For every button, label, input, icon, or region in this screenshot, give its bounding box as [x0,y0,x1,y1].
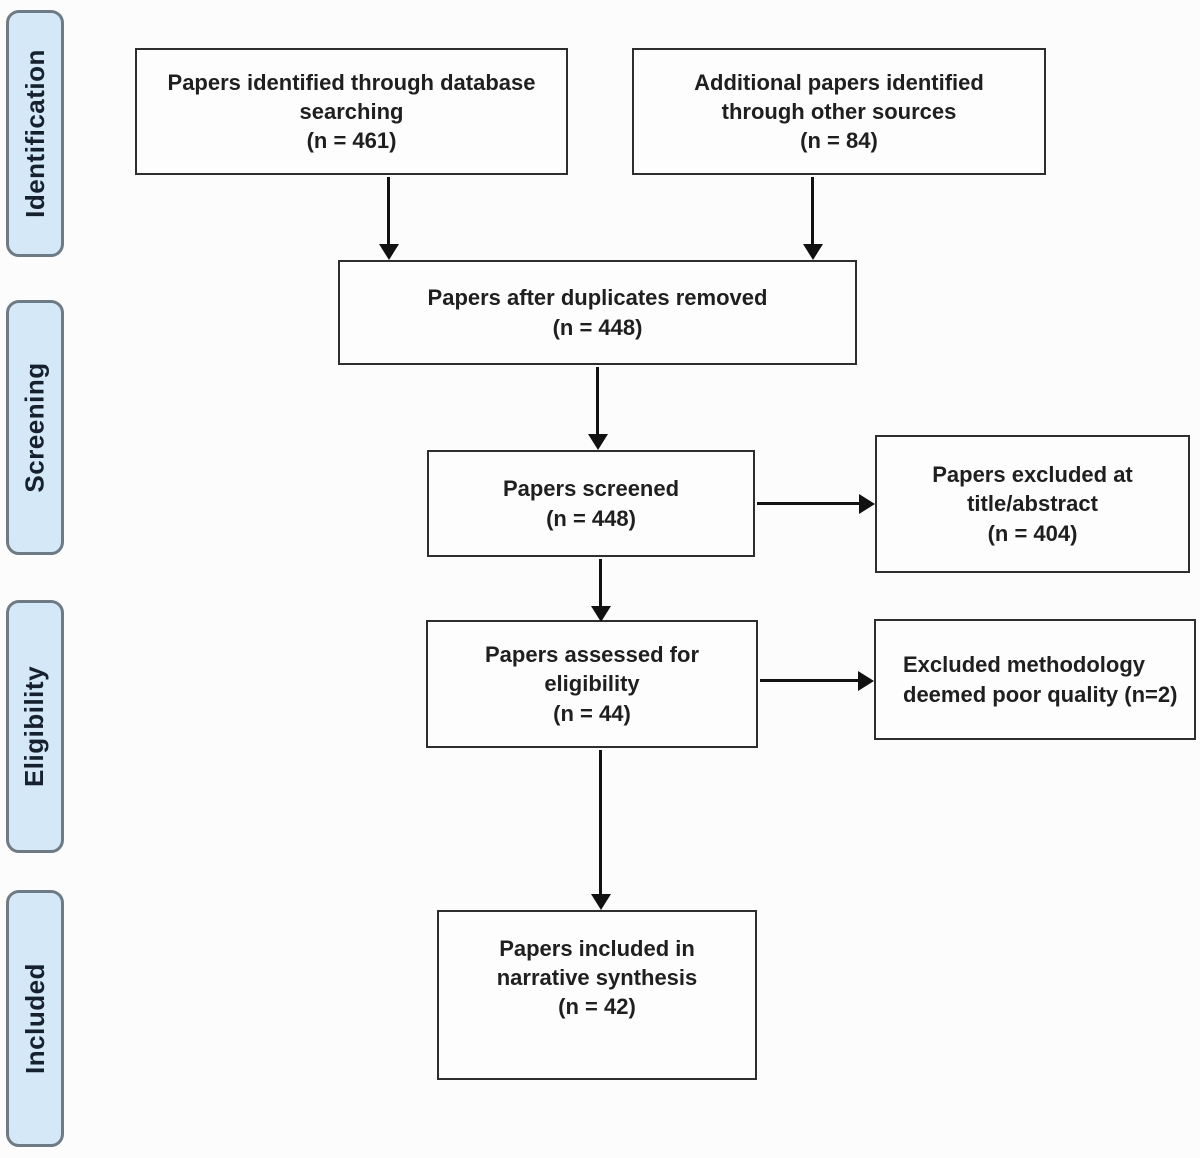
box-text-line: Papers identified through database [167,69,536,95]
flow-box-assessed-eligibility: Papers assessed for eligibility (n = 44) [426,620,758,748]
stage-screening: Screening [6,300,64,555]
box-count: (n = 448) [546,505,636,531]
flow-box-identified-other-sources: Additional papers identified through oth… [632,48,1046,175]
box-text-line: Additional papers identified [694,69,984,95]
box-text-line: Papers excluded at [932,462,1133,488]
box-text-line: searching [299,98,404,124]
box-count: (n = 44) [553,700,631,726]
arrow-assessed-to-excluded-icon [760,679,858,682]
arrow-duplicates-to-screened-icon [596,367,599,434]
stage-identification-label: Identification [19,49,50,218]
box-text-line: title/abstract [967,491,1098,517]
flow-box-identified-database: Papers identified through database searc… [135,48,568,175]
stage-included-label: Included [19,963,50,1074]
box-count: (n = 461) [306,128,397,154]
box-text-line: eligibility [544,671,640,697]
box-text-line: deemed poor quality (n=2) [903,681,1178,707]
stage-screening-label: Screening [19,362,50,493]
box-count: (n = 448) [552,314,643,340]
box-count: (n = 42) [558,994,636,1020]
flow-box-screened: Papers screened (n = 448) [427,450,755,557]
box-text-line: Papers assessed for [484,642,700,668]
stage-eligibility: Eligibility [6,600,64,853]
flow-box-excluded-title-abstract: Papers excluded at title/abstract (n = 4… [875,435,1190,573]
stage-eligibility-label: Eligibility [19,665,50,788]
stage-identification: Identification [6,10,64,257]
box-text-line: Papers after duplicates removed [427,285,768,311]
box-text-line: Papers included in [499,936,695,961]
arrow-assessed-to-included-icon [599,750,602,894]
stage-included: Included [6,890,64,1147]
box-count: (n = 404) [987,520,1078,546]
box-text-line: through other sources [721,98,957,124]
flow-box-duplicates-removed: Papers after duplicates removed (n = 448… [338,260,857,365]
box-text-line: Excluded methodology [903,652,1146,678]
box-count: (n = 84) [800,128,878,154]
arrow-screened-to-assessed-icon [599,559,602,606]
flow-box-excluded-methodology: Excluded methodology deemed poor quality… [874,619,1196,740]
arrow-other-sources-to-duplicates-icon [811,177,814,244]
flow-box-included-synthesis: Papers included in narrative synthesis (… [437,910,757,1080]
arrow-screened-to-excluded-icon [757,502,859,505]
box-text-line: Papers screened [502,476,680,502]
box-text-line: narrative synthesis [496,965,698,991]
arrow-database-to-duplicates-icon [387,177,390,244]
